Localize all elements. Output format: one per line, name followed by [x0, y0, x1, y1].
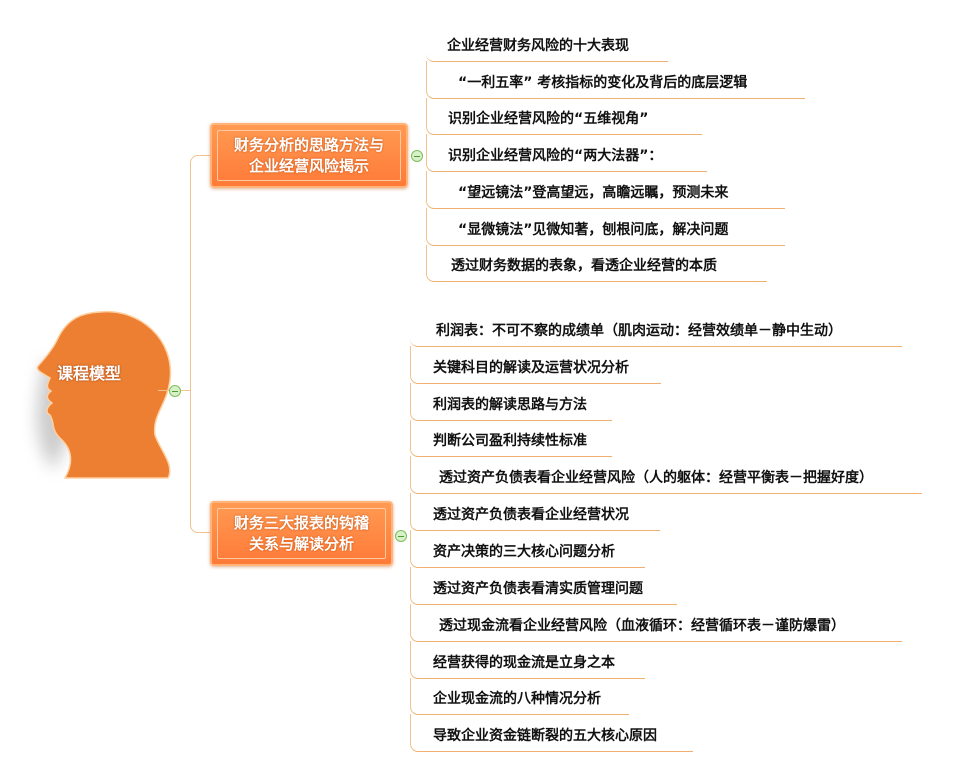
leaf-item-label: 利润表的解读思路与方法	[433, 397, 587, 413]
collapse-toggle-branch-1[interactable]	[411, 150, 423, 162]
leaf-item[interactable]: 透过现金流看企业经营风险（血液循环：经营循环表－谨防爆雷）	[410, 604, 902, 642]
leaf-item[interactable]: 资产决策的三大核心问题分析	[410, 530, 645, 568]
leaf-item-label: 企业经营财务风险的十大表现	[447, 38, 629, 54]
leaf-item[interactable]: 导致企业资金链断裂的五大核心原因	[410, 714, 693, 752]
leaf-item-label: 利润表：不可不察的成绩单（肌肉运动：经营效绩单－静中生动）	[436, 323, 842, 339]
leaf-item-label: 关键科目的解读及运营状况分析	[433, 360, 629, 376]
leaf-item[interactable]: 判断公司盈利持续性标准	[410, 420, 612, 457]
branch-inner-border	[217, 508, 386, 559]
leaf-item[interactable]: 企业现金流的八种情况分析	[410, 678, 629, 715]
leaf-item-label: “望远镜法”登高望远，高瞻远瞩，预测未来	[458, 185, 729, 201]
leaf-item[interactable]: 企业经营财务风险的十大表现	[426, 27, 668, 62]
leaf-item-label: 企业现金流的八种情况分析	[433, 691, 601, 707]
leaf-item-label: 识别企业经营风险的“两大法器”：	[448, 148, 663, 164]
leaf-item[interactable]: 利润表的解读思路与方法	[410, 383, 612, 421]
leaf-item[interactable]: “一利五率” 考核指标的变化及背后的底层逻辑	[426, 61, 805, 99]
head-silhouette-icon	[36, 310, 172, 479]
leaf-item[interactable]: 透过资产负债表看企业经营风险（人的躯体：经营平衡表－把握好度）	[410, 456, 922, 494]
leaf-item-label: “一利五率” 考核指标的变化及背后的底层逻辑	[458, 75, 748, 91]
leaf-item-label: “显微镜法”见微知著，刨根问底，解决问题	[458, 222, 729, 238]
leaf-item-label: 透过资产负债表看清实质管理问题	[433, 581, 643, 597]
leaf-item-label: 判断公司盈利持续性标准	[433, 433, 587, 449]
branch-label-line2: 关系与解读分析	[248, 534, 354, 553]
leaf-item[interactable]: 透过资产负债表看清实质管理问题	[410, 567, 677, 605]
leaf-item[interactable]: 透过资产负债表看企业经营状况	[410, 493, 660, 531]
leaf-item[interactable]: “望远镜法”登高望远，高瞻远瞩，预测未来	[426, 171, 785, 209]
leaf-item-label: 透过财务数据的表象，看透企业经营的本质	[451, 258, 717, 274]
branch-label-line1: 财务三大报表的钩稽	[233, 513, 369, 532]
leaf-item-label: 透过现金流看企业经营风险（血液循环：经营循环表－谨防爆雷）	[439, 618, 845, 634]
branch-node-three-statements[interactable]: 财务三大报表的钩稽关系与解读分析	[210, 501, 393, 566]
leaf-item-label: 导致企业资金链断裂的五大核心原因	[433, 728, 657, 744]
leaf-item[interactable]: 透过财务数据的表象，看透企业经营的本质	[426, 245, 767, 282]
branch-inner-border	[217, 130, 401, 181]
leaf-item-label: 经营获得的现金流是立身之本	[433, 655, 615, 671]
branch-label: 财务三大报表的钩稽关系与解读分析	[234, 513, 369, 555]
connector	[181, 390, 191, 391]
leaf-item[interactable]: 识别企业经营风险的“五维视角”	[426, 98, 702, 135]
leaf-item-label: 透过资产负债表看企业经营风险（人的躯体：经营平衡表－把握好度）	[439, 470, 873, 486]
leaf-item[interactable]: 经营获得的现金流是立身之本	[410, 641, 645, 679]
leaf-item-label: 透过资产负债表看企业经营状况	[433, 507, 629, 523]
collapse-toggle-central[interactable]	[169, 385, 181, 397]
branch-label-line2: 企业经营风险揭示	[248, 156, 369, 175]
leaf-item-label: 资产决策的三大核心问题分析	[433, 544, 615, 560]
leaf-item[interactable]: “显微镜法”见微知著，刨根问底，解决问题	[426, 208, 785, 246]
central-topic[interactable]: 课程模型	[57, 364, 122, 383]
branch-node-financial-analysis[interactable]: 财务分析的思路方法与企业经营风险揭示	[210, 123, 408, 188]
leaf-item[interactable]: 关键科目的解读及运营状况分析	[410, 346, 661, 384]
connector	[158, 390, 170, 391]
collapse-toggle-branch-2[interactable]	[395, 530, 407, 542]
leaf-item[interactable]: 识别企业经营风险的“两大法器”：	[426, 134, 707, 172]
leaf-item[interactable]: 利润表：不可不察的成绩单（肌肉运动：经营效绩单－静中生动）	[410, 312, 902, 347]
branch-label: 财务分析的思路方法与企业经营风险揭示	[234, 135, 384, 177]
leaf-item-label: 识别企业经营风险的“五维视角”	[448, 111, 649, 127]
branch-connector	[190, 155, 210, 533]
branch-label-line1: 财务分析的思路方法与	[233, 135, 384, 154]
